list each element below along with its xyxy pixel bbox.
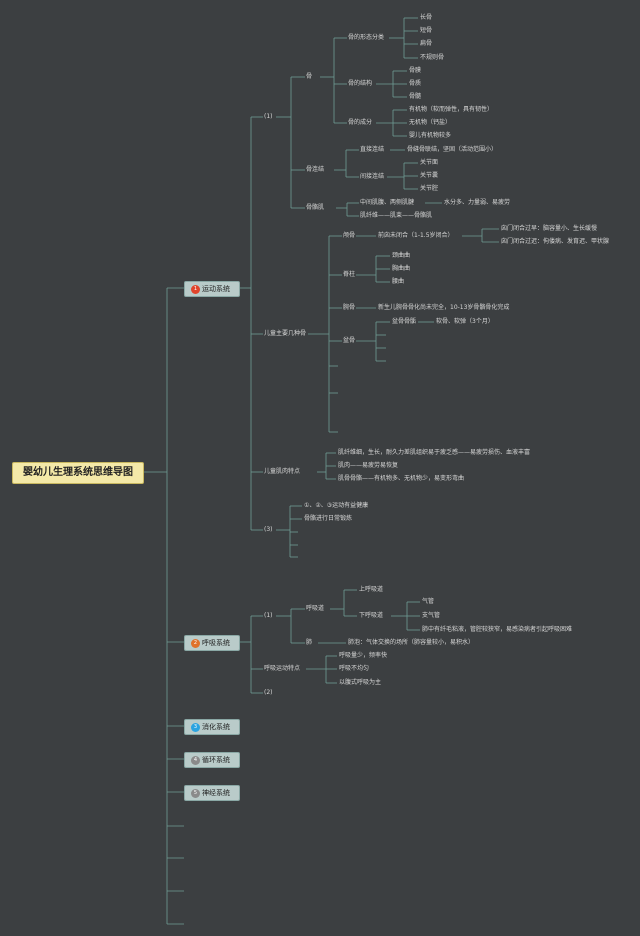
system-label: 循环系统 xyxy=(202,756,230,764)
leaf-structure[interactable]: 骨膜 xyxy=(409,67,422,74)
leaf-joint-direct[interactable]: 骨缝骨联结，坚固（活动范围小） xyxy=(407,146,498,153)
topic-joint[interactable]: 骨连结 xyxy=(306,166,325,173)
leaf-spine-curve[interactable]: 颈曲曲 xyxy=(392,252,411,259)
motor-section-1[interactable]: (1) xyxy=(264,113,273,120)
leaf-skull-late[interactable]: 囟门闭合过迟：佝偻病、发育迟、甲状腺 xyxy=(501,238,610,245)
leaf-composition[interactable]: 有机物（软而弹性，具有韧性） xyxy=(409,106,494,113)
leaf-shape[interactable]: 扁骨 xyxy=(420,40,433,47)
leaf-shape[interactable]: 不规则骨 xyxy=(420,54,445,61)
leaf-care[interactable]: ①、②、③运动有益健康 xyxy=(304,502,369,509)
leaf-joint-part[interactable]: 关节面 xyxy=(420,159,439,166)
leaf-lower-tract[interactable]: 气管 xyxy=(422,598,435,605)
resp-section-1[interactable]: (1) xyxy=(264,612,273,619)
leaf-spine-curve[interactable]: 胸曲曲 xyxy=(392,265,411,272)
leaf-skull-early[interactable]: 囟门闭合过早：脑容量小、生长缓慢 xyxy=(501,225,598,232)
leaf-care[interactable]: 骨骼进行日常锻炼 xyxy=(304,515,353,522)
topic-bone[interactable]: 骨 xyxy=(306,73,313,80)
leaf-breathing-feature[interactable]: 以腹式呼吸为主 xyxy=(339,679,382,686)
leaf-shape[interactable]: 长骨 xyxy=(420,14,433,21)
leaf-spine-curve[interactable]: 腰曲 xyxy=(392,278,405,285)
topic-skull[interactable]: 颅骨 xyxy=(343,232,356,239)
leaf-carpal[interactable]: 新生儿腕骨骨化尚未完全，10-13岁骨骼骨化完成 xyxy=(378,304,510,311)
leaf-breathing-feature[interactable]: 呼吸量少，频率快 xyxy=(339,652,388,659)
leaf-lower-tract[interactable]: 肺中有纤毛粘液，管腔较狭窄，易感染病者引起呼吸困难 xyxy=(422,626,573,633)
topic-joint-indirect[interactable]: 间接连结 xyxy=(360,173,385,180)
leaf-muscle-feature[interactable]: 水分多、力量弱、易疲劳 xyxy=(444,199,511,206)
leaf-breathing-feature[interactable]: 呼吸不均匀 xyxy=(339,665,370,672)
leaf-child-muscle[interactable]: 肌纤维细，生长，耐久力差肌组织易于疲乏感——易疲劳损伤、血液丰富 xyxy=(338,449,531,456)
topic-pelvis[interactable]: 盆骨 xyxy=(343,337,356,344)
resp-section-2[interactable]: (2) xyxy=(264,689,273,696)
topic-carpal[interactable]: 腕骨 xyxy=(343,304,356,311)
leaf-child-muscle[interactable]: 肌骨骨骼——有机物多、无机物少，易变形弯曲 xyxy=(338,475,465,482)
topic-child-bones[interactable]: 儿童主要几种骨 xyxy=(264,330,307,337)
topic-child-muscle[interactable]: 儿童肌肉特点 xyxy=(264,468,301,475)
leaf-structure[interactable]: 骨质 xyxy=(409,80,422,87)
leaf-upper-tract[interactable]: 上呼吸道 xyxy=(359,586,384,593)
topic-lung[interactable]: 肺 xyxy=(306,639,313,646)
number-5-icon: 5 xyxy=(191,788,200,798)
system-label: 呼吸系统 xyxy=(202,639,230,647)
root-topic[interactable]: 婴幼儿生理系统思维导图 xyxy=(12,462,144,484)
leaf-structure[interactable]: 骨髓 xyxy=(409,93,422,100)
leaf-joint-part[interactable]: 关节囊 xyxy=(420,172,439,179)
system-label: 运动系统 xyxy=(202,285,230,293)
leaf-joint-part[interactable]: 关节腔 xyxy=(420,185,439,192)
topic-joint-direct[interactable]: 直接连结 xyxy=(360,146,385,153)
topic-pelvis-epiphysis[interactable]: 盆骨骨骺 xyxy=(392,318,417,325)
topic-breathing-feature[interactable]: 呼吸运动特点 xyxy=(264,665,301,672)
topic-muscle[interactable]: 骨骼肌 xyxy=(306,204,325,211)
system-label: 消化系统 xyxy=(202,723,230,731)
number-3-icon: 3 xyxy=(191,722,200,732)
leaf-shape[interactable]: 短骨 xyxy=(420,27,433,34)
leaf-pelvis[interactable]: 软骨、软弹（3个月） xyxy=(436,318,494,325)
topic-spine[interactable]: 脊柱 xyxy=(343,271,356,278)
topic-bone-shape[interactable]: 骨的形态分类 xyxy=(348,34,385,41)
number-1-icon: 1 xyxy=(191,284,200,294)
leaf-lower-tract[interactable]: 支气管 xyxy=(422,612,441,619)
leaf-composition[interactable]: 无机物（钙盐） xyxy=(409,119,452,126)
leaf-muscle-structure[interactable]: 中间肌腹、两侧肌腱 xyxy=(360,199,415,206)
topic-respiratory-tract[interactable]: 呼吸道 xyxy=(306,605,325,612)
topic-bone-structure[interactable]: 骨的结构 xyxy=(348,80,373,87)
leaf-composition[interactable]: 婴儿有机物较多 xyxy=(409,132,452,139)
number-4-icon: 4 xyxy=(191,755,200,765)
number-2-icon: 2 xyxy=(191,638,200,648)
leaf-child-muscle[interactable]: 肌肉——易疲劳易恢复 xyxy=(338,462,399,469)
leaf-skull[interactable]: 前囟未闭合（1-1.5岁闭合） xyxy=(378,232,454,239)
topic-bone-composition[interactable]: 骨的成分 xyxy=(348,119,373,126)
system-label: 神经系统 xyxy=(202,789,230,797)
leaf-muscle-hierarchy[interactable]: 肌纤维——肌束——骨骼肌 xyxy=(360,212,433,219)
topic-lower-tract[interactable]: 下呼吸道 xyxy=(359,612,384,619)
leaf-lung[interactable]: 肺泡：气体交换的场所（肺容量较小，易积水） xyxy=(348,639,475,646)
motor-section-3[interactable]: (3) xyxy=(264,526,273,533)
